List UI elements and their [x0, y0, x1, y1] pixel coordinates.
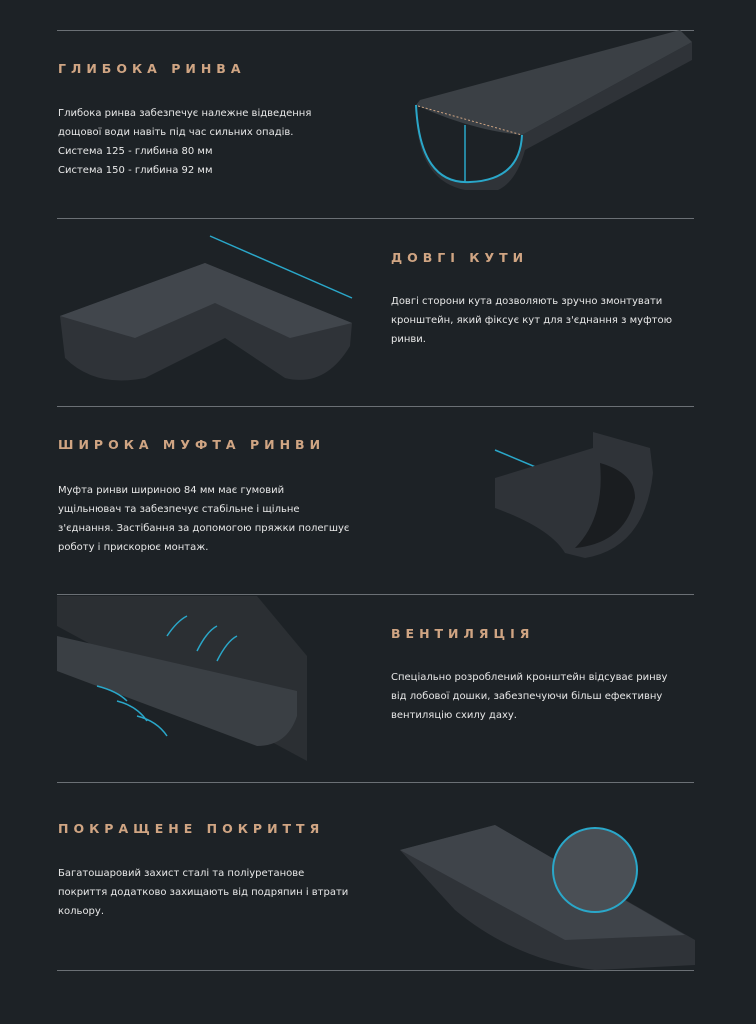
divider — [57, 218, 694, 219]
section-title-improved-coating: ПОКРАЩЕНЕ ПОКРИТТЯ — [58, 821, 325, 836]
ventilation-image — [57, 596, 307, 761]
section-title-long-corners: ДОВГІ КУТИ — [391, 250, 529, 265]
section-title-ventilation: ВЕНТИЛЯЦІЯ — [391, 626, 535, 641]
section-text-ventilation: Спеціально розроблений кронштейн відсува… — [391, 672, 668, 721]
wide-coupling-image — [494, 432, 653, 558]
section-text-wide-coupling: Муфта ринви шириною 84 мм має гумовий ущ… — [58, 485, 350, 553]
section-text-deep-gutter: Глибока ринва забезпечує належне відведе… — [58, 108, 312, 176]
magnifier-circle — [552, 827, 638, 913]
improved-coating-image — [400, 825, 695, 970]
deep-gutter-image — [415, 30, 692, 190]
divider — [57, 30, 694, 31]
section-text-improved-coating: Багатошаровий захист сталі та поліуретан… — [58, 868, 349, 917]
long-corners-image — [60, 235, 353, 381]
divider — [57, 970, 694, 971]
section-title-wide-coupling: ШИРОКА МУФТА РИНВИ — [58, 437, 326, 452]
section-title-deep-gutter: ГЛИБОКА РИНВА — [58, 61, 246, 76]
arrow-icon — [209, 235, 353, 299]
section-text-long-corners: Довгі сторони кута дозволяють зручно змо… — [391, 296, 672, 345]
divider — [57, 594, 694, 595]
divider — [57, 406, 694, 407]
divider — [57, 782, 694, 783]
